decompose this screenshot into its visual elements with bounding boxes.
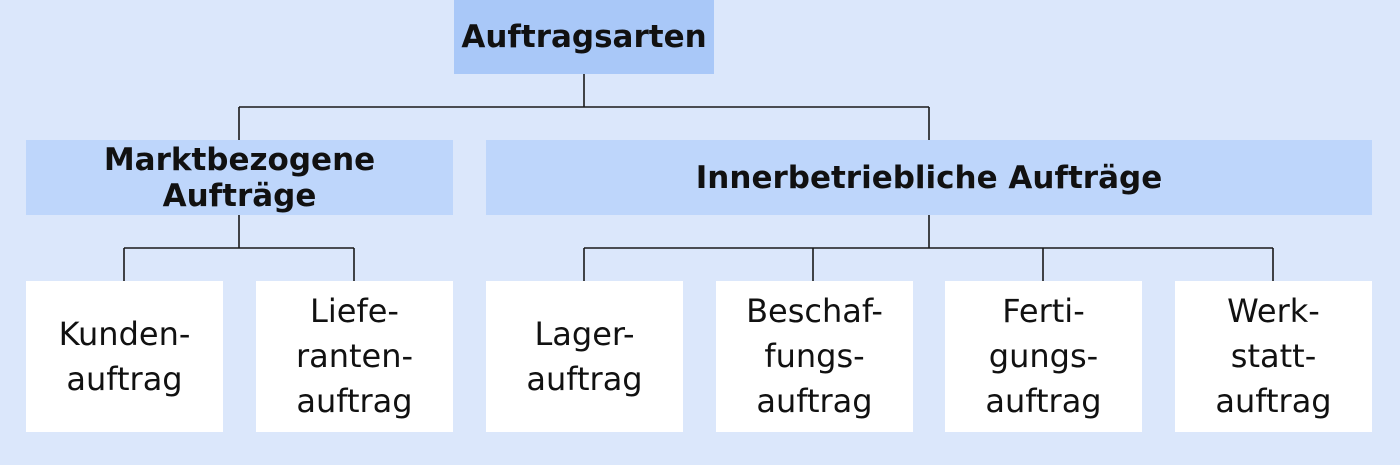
leaf-line: ranten- — [295, 337, 414, 375]
leaf-node-werkstattauftrag: Werk- statt- auftrag — [1175, 281, 1372, 432]
group-node-internal: Innerbetriebliche Aufträge — [486, 140, 1372, 215]
leaf-line: Liefe- — [310, 292, 399, 330]
leaf-line: Werk- — [1227, 292, 1320, 330]
leaf-line: statt- — [1230, 337, 1317, 375]
root-label: Auftragsarten — [461, 19, 707, 55]
root-node: Auftragsarten — [454, 0, 714, 74]
group-label-internal: Innerbetriebliche Aufträge — [695, 159, 1163, 196]
leaf-line: auftrag — [756, 382, 873, 420]
leaf-line: Ferti- — [1002, 292, 1085, 330]
leaf-node-kundenauftrag: Kunden- auftrag — [26, 281, 223, 432]
leaf-node-beschaffungsauftrag: Beschaf- fungs- auftrag — [716, 281, 913, 432]
leaf-line: Beschaf- — [746, 292, 883, 330]
group-node-market: Marktbezogene Aufträge — [26, 140, 453, 215]
leaf-line: auftrag — [296, 382, 413, 420]
leaf-line: Kunden- — [58, 314, 191, 353]
leaf-line: auftrag — [526, 359, 643, 398]
leaf-node-lieferantenauftrag: Liefe- ranten- auftrag — [256, 281, 453, 432]
leaf-node-lagerauftrag: Lager- auftrag — [486, 281, 683, 432]
leaf-line: auftrag — [1215, 382, 1332, 420]
leaf-line: fungs- — [764, 337, 865, 375]
leaf-line: gungs- — [988, 337, 1099, 375]
leaf-line: Lager- — [534, 314, 635, 353]
leaf-line: auftrag — [985, 382, 1102, 420]
leaf-line: auftrag — [66, 359, 183, 398]
group-label-market: Marktbezogene Aufträge — [103, 141, 376, 214]
leaf-node-fertigungsauftrag: Ferti- gungs- auftrag — [945, 281, 1142, 432]
